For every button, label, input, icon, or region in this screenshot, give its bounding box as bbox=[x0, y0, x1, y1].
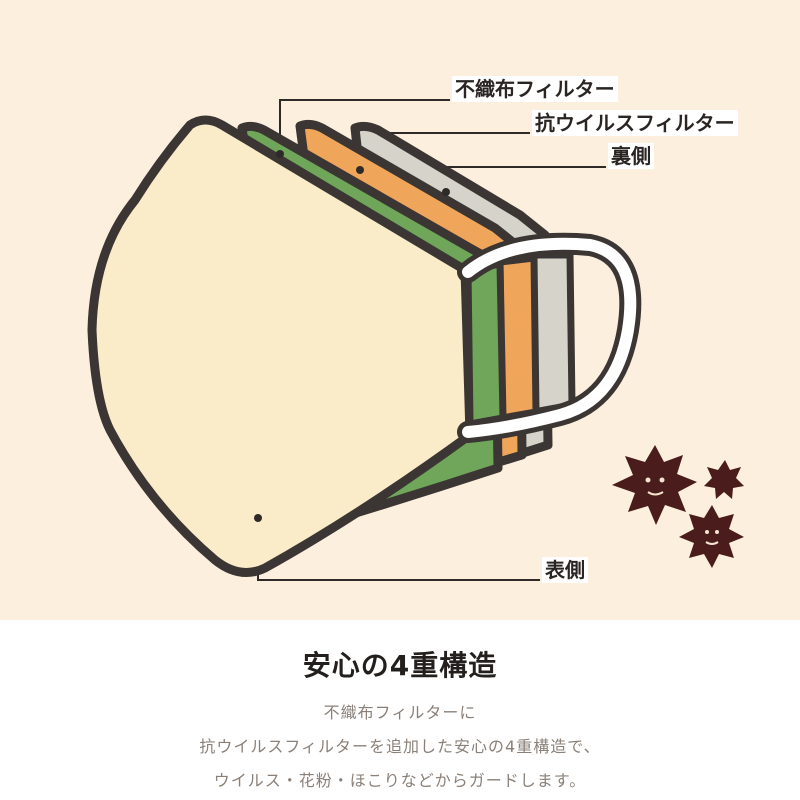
ear-loop-inner bbox=[462, 237, 637, 438]
label-inner-side: 裏側 bbox=[608, 143, 654, 169]
virus-icon-small bbox=[704, 460, 744, 499]
virus-icon-large bbox=[612, 445, 697, 525]
dot-nonwoven bbox=[276, 150, 284, 158]
label-antivirus-filter: 抗ウイルスフィルター bbox=[532, 110, 738, 136]
virus-group bbox=[612, 445, 744, 568]
caption-line-1: 不織布フィルターに bbox=[323, 703, 477, 722]
caption-line-3: ウイルス・花粉・ほこりなどからガードします。 bbox=[213, 771, 587, 790]
outer-layer bbox=[87, 115, 475, 577]
virus-icon-medium bbox=[679, 505, 744, 568]
mask-layer-diagram bbox=[87, 99, 744, 581]
dot-inner bbox=[442, 188, 450, 196]
caption-title: 安心の4重構造 bbox=[302, 649, 498, 682]
dot-antivirus bbox=[356, 166, 364, 174]
label-outer-side: 表側 bbox=[542, 557, 588, 583]
dot-outer bbox=[254, 514, 262, 522]
caption-description: 不織布フィルターに 抗ウイルスフィルターを追加した安心の4重構造で、 ウイルス・… bbox=[0, 696, 800, 798]
nonwoven-layer-edge bbox=[464, 260, 507, 428]
caption-area: 安心の4重構造 不織布フィルターに 抗ウイルスフィルターを追加した安心の4重構造… bbox=[0, 620, 800, 800]
caption-line-2: 抗ウイルスフィルターを追加した安心の4重構造で、 bbox=[199, 737, 601, 756]
diagram-area: 不織布フィルター 抗ウイルスフィルター 裏側 表側 bbox=[0, 0, 800, 620]
label-nonwoven-filter: 不織布フィルター bbox=[452, 76, 618, 102]
